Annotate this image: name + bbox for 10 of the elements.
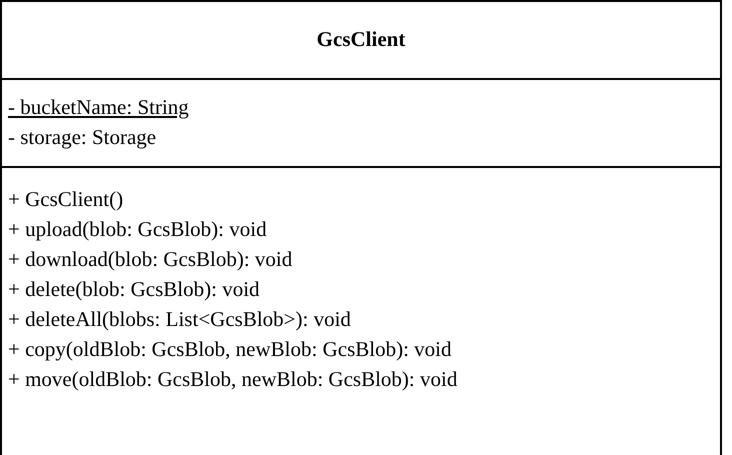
method-text: + copy(oldBlob: GcsBlob, newBlob: GcsBlob): void <box>8 336 452 363</box>
method-text: + download(blob: GcsBlob): void <box>8 246 294 273</box>
method-text: + move(oldBlob: GcsBlob, newBlob: GcsBlob): void <box>8 366 458 393</box>
attribute-text: - storage: Storage <box>8 124 158 151</box>
method-text: + delete(blob: GcsBlob): void <box>8 276 261 303</box>
method-text: + deleteAll(blobs: List<GcsBlob>): void <box>8 306 352 333</box>
attribute-text: - bucketName: String <box>8 94 190 121</box>
class-name: GcsClient <box>316 26 406 54</box>
method-text: + upload(blob: GcsBlob): void <box>8 216 268 243</box>
method-text: + GcsClient() <box>8 186 124 213</box>
